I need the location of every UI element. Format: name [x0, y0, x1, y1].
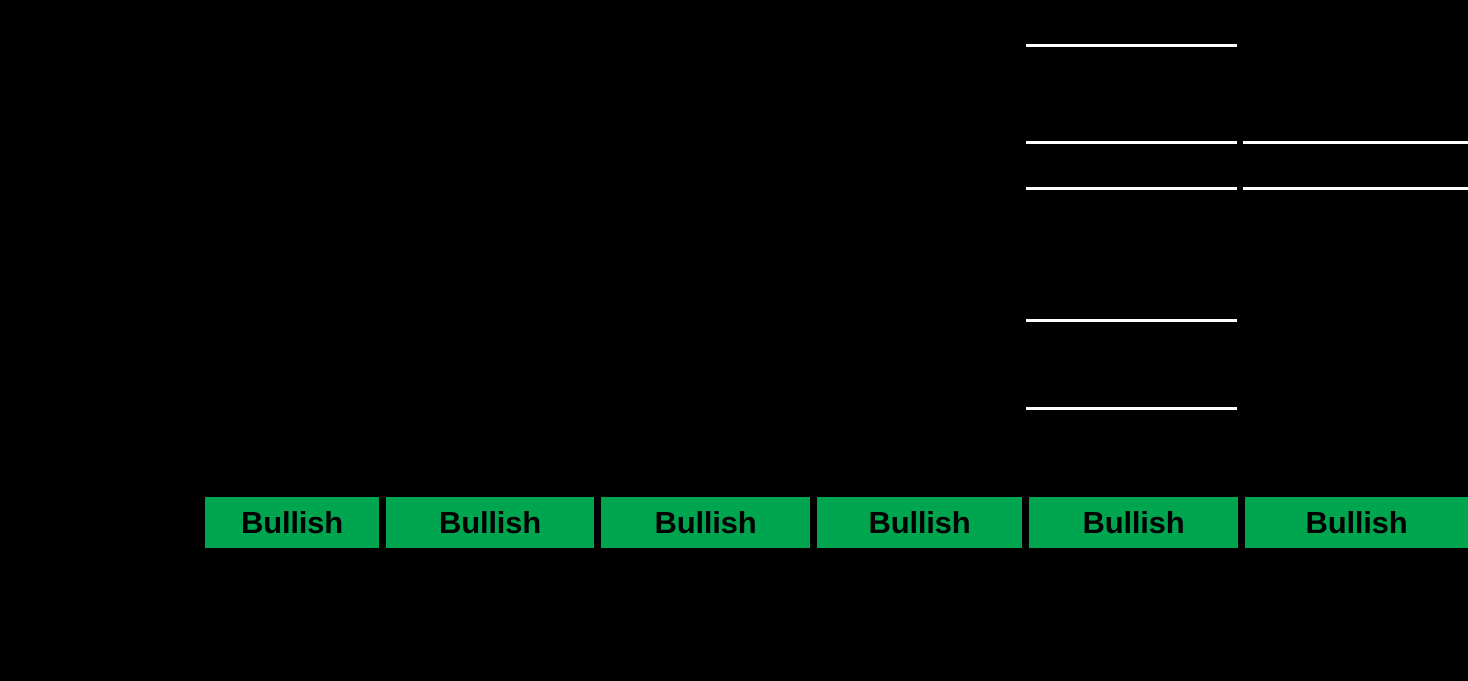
- signal-cell-6[interactable]: Bullish: [1245, 497, 1468, 548]
- signal-cell-label: Bullish: [241, 505, 343, 540]
- signal-divider-4: [1022, 497, 1029, 548]
- signal-divider-5: [1238, 497, 1245, 548]
- signal-cell-1[interactable]: Bullish: [205, 497, 379, 548]
- signal-divider-1: [379, 497, 386, 548]
- indicator-rule-left-4: [1026, 319, 1237, 322]
- indicator-rule-left-2: [1026, 141, 1237, 144]
- signal-divider-2: [594, 497, 601, 548]
- signal-cell-3[interactable]: Bullish: [601, 497, 810, 548]
- indicator-rule-right-2: [1243, 187, 1468, 190]
- indicator-rule-right-1: [1243, 141, 1468, 144]
- signal-cell-label: Bullish: [1082, 505, 1185, 540]
- signal-cell-2[interactable]: Bullish: [386, 497, 594, 548]
- signal-cell-label: Bullish: [654, 505, 757, 540]
- signal-cell-label: Bullish: [868, 505, 971, 540]
- signal-divider-3: [810, 497, 817, 548]
- indicator-rule-left-1: [1026, 44, 1237, 47]
- indicator-rule-left-5: [1026, 407, 1237, 410]
- signal-cell-5[interactable]: Bullish: [1029, 497, 1238, 548]
- signal-cell-label: Bullish: [1305, 505, 1408, 540]
- signal-cell-4[interactable]: Bullish: [817, 497, 1022, 548]
- indicator-rule-left-3: [1026, 187, 1237, 190]
- signal-cell-label: Bullish: [439, 505, 541, 540]
- bullish-signal-band: Bullish Bullish Bullish Bullish Bullish …: [205, 497, 1468, 548]
